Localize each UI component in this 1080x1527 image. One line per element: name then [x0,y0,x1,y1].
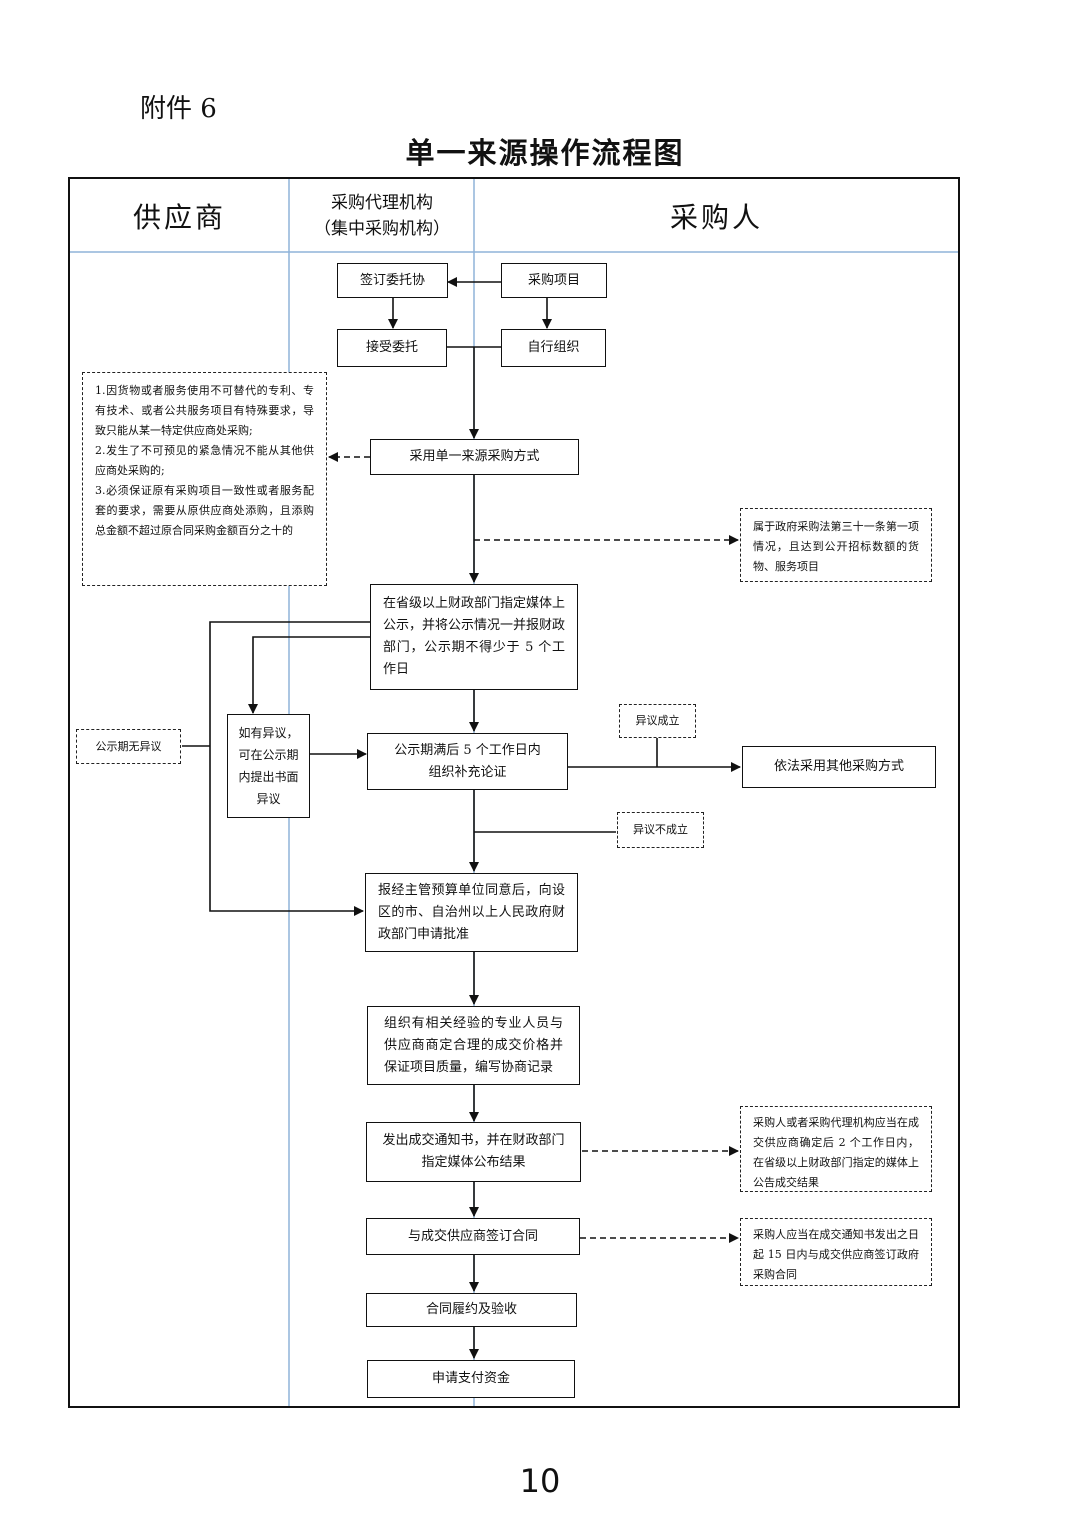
node-apply-approval: 报经主管预算单位同意后，向设区的市、自治州以上人民政府财政部门申请批准 [365,873,578,952]
note-objection-valid: 异议成立 [619,704,696,738]
node-demonstration: 公示期满后 5 个工作日内组织补充论证 [367,733,568,790]
node-sign-entrust: 签订委托协 [337,263,448,298]
node-self-organize: 自行组织 [501,329,606,367]
node-issue-notice: 发出成交通知书，并在财政部门指定媒体公布结果 [366,1122,581,1182]
node-accept-entrust: 接受委托 [337,329,447,367]
node-apply-payment: 申请支付资金 [367,1360,575,1398]
lane-header-supplier: 供应商 [70,180,289,252]
page-number: 10 [519,1462,561,1500]
node-objection-period: 如有异议，可在公示期内提出书面异议 [227,714,310,818]
diagram-frame [68,177,960,1408]
note-no-objection: 公示期无异议 [76,729,181,764]
lane-supplier-label: 供应商 [132,201,226,234]
note-objection-invalid: 异议不成立 [617,812,704,848]
node-adopt-single-source: 采用单一来源采购方式 [370,439,579,475]
page-title: 单一来源操作流程图 [405,136,685,170]
note-article-31: 属于政府采购法第三十一条第一项情况，且达到公开招标数额的货物、服务项目 [740,508,932,582]
note-single-source-conditions: 1.因货物或者服务使用不可替代的专利、专有技术、或者公共服务项目有特殊要求，导致… [82,372,327,586]
node-purchase-project: 采购项目 [501,263,607,298]
lane-header-agency: 采购代理机构 （集中采购机构） [290,180,474,252]
node-negotiate: 组织有相关经验的专业人员与供应商商定合理的成交价格并保证项目质量，编写协商记录 [367,1006,580,1085]
note-contract-deadline: 采购人应当在成交通知书发出之日起 15 日内与成交供应商签订政府采购合同 [740,1218,932,1286]
node-other-method: 依法采用其他采购方式 [742,746,936,788]
note-result-announcement: 采购人或者采购代理机构应当在成交供应商确定后 2 个工作日内，在省级以上财政部门… [740,1106,932,1192]
condition-1: 1.因货物或者服务使用不可替代的专利、专有技术、或者公共服务项目有特殊要求，导致… [95,384,314,437]
node-perform-accept: 合同履约及验收 [366,1293,577,1327]
lane-agency-label: 采购代理机构 [331,193,433,213]
condition-2: 2.发生了不可预见的紧急情况不能从其他供应商处采购的; [95,444,314,477]
condition-3: 3.必须保证原有采购项目一致性或者服务配套的要求，需要从原供应商处添购，且添购总… [95,484,314,537]
attachment-label: 附件 6 [140,94,217,124]
lane-agency-sublabel: （集中采购机构） [314,219,450,239]
node-sign-contract: 与成交供应商签订合同 [366,1218,580,1255]
lane-header-purchaser: 采购人 [475,180,958,252]
lane-purchaser-label: 采购人 [669,201,763,234]
node-public-notice: 在省级以上财政部门指定媒体上公示，并将公示情况一并报财政部门，公示期不得少于 5… [370,584,578,690]
